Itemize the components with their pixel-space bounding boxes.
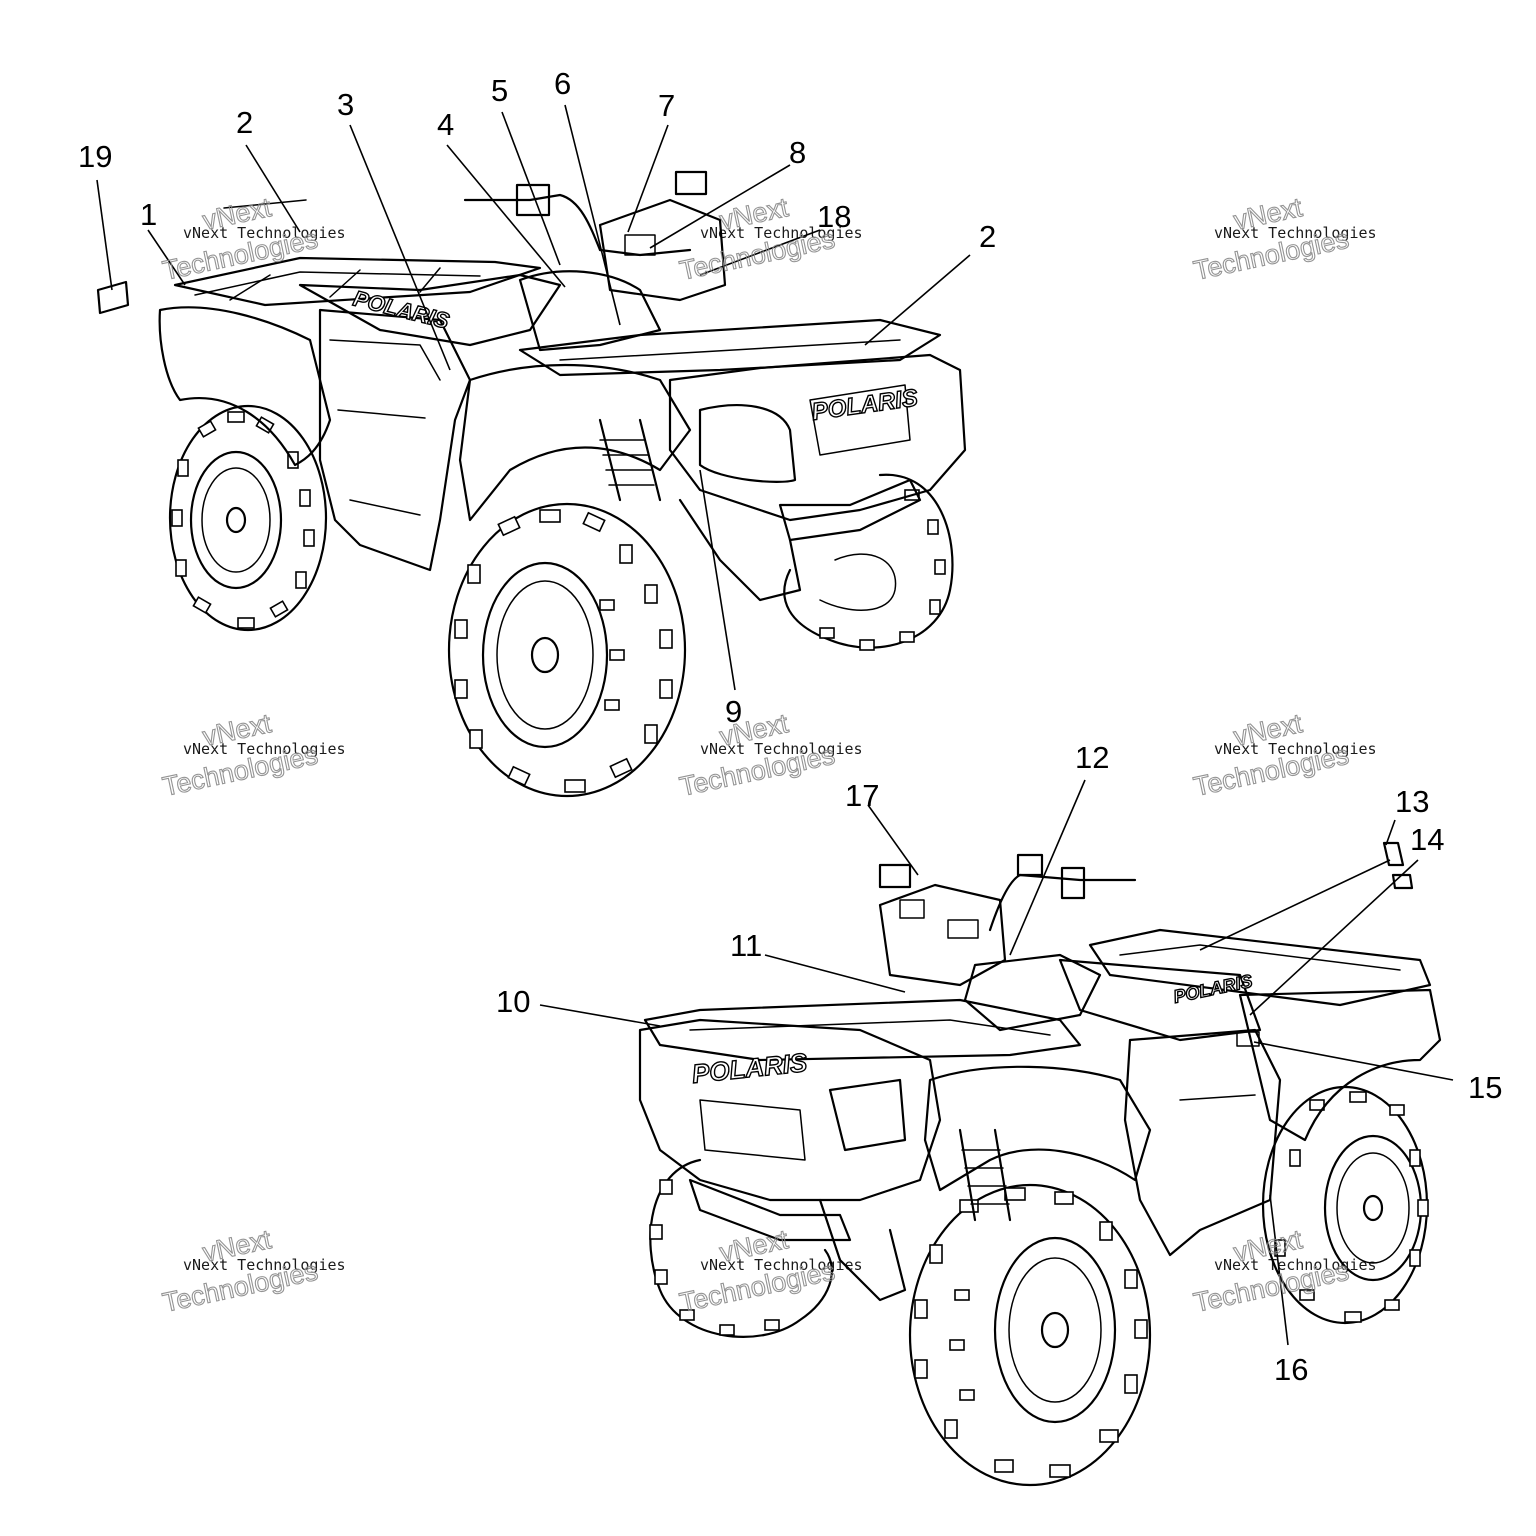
brand-logo-rear: POLARIS [351, 286, 452, 334]
callout-15: 15 [1468, 1070, 1502, 1105]
callout-10: 10 [496, 984, 530, 1019]
svg-text:vNext Technologies: vNext Technologies [700, 224, 863, 242]
front-right-wheel [908, 1183, 1152, 1487]
watermark: vNext Technologies vNext Technologies [1190, 192, 1377, 287]
callout-5: 5 [491, 73, 508, 108]
callout-6: 6 [554, 66, 571, 101]
brand-logo-front: POLARIS [810, 384, 919, 426]
callout-12: 12 [1075, 740, 1109, 775]
front-left-wheel-far [649, 1158, 833, 1338]
svg-text:vNext Technologies: vNext Technologies [183, 224, 346, 242]
rear-right-wheel [1261, 1085, 1429, 1325]
callout-13: 13 [1395, 784, 1429, 819]
leader-lines [96, 104, 1454, 1346]
front-left-wheel [447, 502, 687, 798]
callout-9: 9 [725, 694, 742, 729]
callout-11: 11 [730, 928, 762, 963]
callout-16: 16 [1274, 1352, 1308, 1387]
callout-2-upper-left: 2 [236, 105, 253, 140]
callout-19: 19 [78, 139, 112, 174]
atv-lower-view: POLARIS POLARIS [638, 841, 1442, 1487]
callout-1: 1 [140, 197, 157, 232]
svg-text:vNext Technologies: vNext Technologies [183, 1256, 346, 1274]
watermark: vNext Technologies vNext Technologies [676, 708, 863, 803]
watermark: vNext Technologies vNext Technologies [1190, 708, 1377, 803]
callout-3: 3 [337, 87, 354, 122]
front-right-wheel-far [783, 473, 954, 651]
callout-14: 14 [1410, 822, 1444, 857]
callout-2-upper-right: 2 [979, 219, 996, 254]
callout-8: 8 [789, 135, 806, 170]
svg-text:vNext Technologies: vNext Technologies [700, 740, 863, 758]
watermark: vNext Technologies vNext Technologies [159, 1224, 346, 1319]
callout-18: 18 [817, 199, 851, 234]
svg-text:vNext Technologies: vNext Technologies [1214, 1256, 1377, 1274]
svg-text:vNext Technologies: vNext Technologies [1214, 740, 1377, 758]
svg-text:vNext Technologies: vNext Technologies [700, 1256, 863, 1274]
svg-text:vNext Technologies: vNext Technologies [1214, 224, 1377, 242]
callout-17: 17 [845, 778, 879, 813]
watermark: vNext Technologies vNext Technologies [676, 1224, 863, 1319]
callout-4: 4 [437, 107, 454, 142]
callouts: 19 1 2 3 4 5 6 7 8 18 2 9 12 17 13 14 11… [78, 66, 1502, 1387]
rear-left-wheel [168, 404, 328, 632]
callout-7: 7 [658, 88, 675, 123]
watermarks: vNext Technologies vNext Technologies vN… [159, 192, 1377, 1319]
svg-text:vNext Technologies: vNext Technologies [183, 740, 346, 758]
watermark: vNext Technologies vNext Technologies [159, 708, 346, 803]
